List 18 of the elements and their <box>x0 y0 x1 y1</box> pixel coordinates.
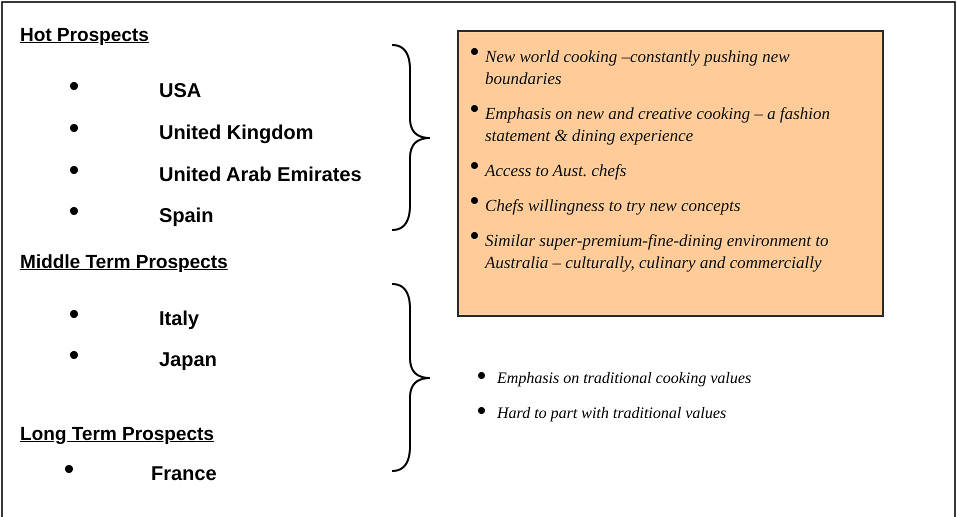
bullet-text: New world cooking –constantly pushing new boundaries <box>485 46 791 90</box>
note-text: Emphasis on traditional cooking values <box>497 370 752 388</box>
note-text: Hard to part with traditional values <box>497 405 726 423</box>
country-name: France <box>151 463 217 486</box>
bullet-text: Chefs willingness to try new concepts <box>485 195 742 217</box>
section-heading: Long Term Prospects <box>20 424 214 446</box>
bullet-text: Emphasis on new and creative cooking – a fashion statement & dining experience <box>485 103 831 147</box>
section-heading: Hot Prospects <box>20 25 149 47</box>
bullet-text: Access to Aust. chefs <box>485 160 628 182</box>
highlight-box <box>457 30 884 317</box>
country-name: Japan <box>159 349 217 372</box>
section-heading: Middle Term Prospects <box>20 252 228 274</box>
country-name: Spain <box>159 205 214 228</box>
country-name: Italy <box>159 308 200 331</box>
country-name: United Arab Emirates <box>159 164 362 187</box>
country-name: United Kingdom <box>159 122 314 145</box>
bullet-text: Similar super-premium-fine-dining environment to Australia – culturally, culinary and commercially <box>485 230 830 274</box>
country-name: USA <box>159 80 202 103</box>
